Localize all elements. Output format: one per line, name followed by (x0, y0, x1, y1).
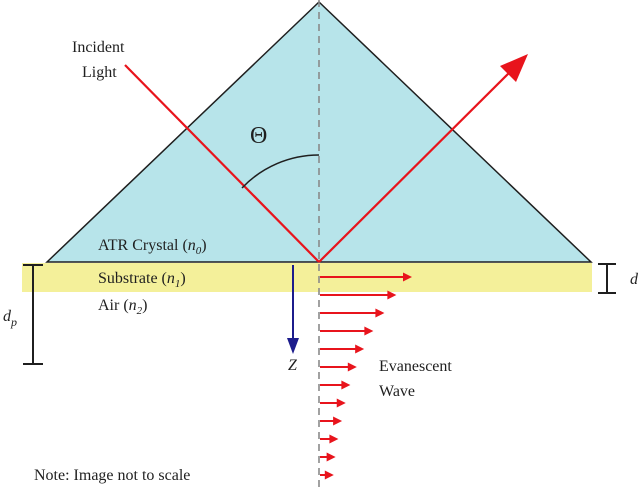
incident-label-line2: Light (82, 64, 117, 81)
arrow-right-icon (387, 290, 397, 300)
z-arrowhead-icon (287, 338, 299, 354)
dp-bracket (23, 264, 43, 365)
theta-label: Θ (250, 123, 267, 149)
arrow-right-icon (341, 380, 351, 390)
arrow-right-icon (364, 326, 374, 336)
incident-label-line1: Incident (72, 39, 125, 56)
evanescent-wave-arrows (320, 272, 412, 480)
arrow-right-icon (375, 308, 385, 318)
arrow-right-icon (347, 362, 357, 372)
arrow-right-icon (333, 416, 343, 426)
arrow-right-icon (355, 344, 365, 354)
reflected-arrowhead-icon (500, 54, 528, 82)
incident-ray (124, 64, 320, 263)
angle-arc (241, 154, 320, 189)
substrate-layer (22, 263, 592, 292)
air-label: Air (n2) (98, 297, 147, 317)
arrow-right-icon (336, 398, 346, 408)
arrow-right-icon (324, 470, 334, 480)
substrate-label: Substrate (n1) (98, 270, 186, 290)
arrow-right-icon (403, 272, 412, 282)
d-label: d (630, 271, 639, 288)
reflected-ray (318, 61, 521, 263)
dp-label: dp (3, 308, 17, 329)
d-bracket (598, 263, 616, 294)
arrow-right-icon (326, 452, 336, 462)
z-label: Z (288, 357, 298, 374)
note-text: Note: Image not to scale (34, 467, 190, 484)
arrow-right-icon (329, 434, 339, 444)
evanescent-label-line2: Wave (379, 383, 415, 400)
crystal-label: ATR Crystal (n0) (98, 237, 207, 257)
evanescent-label-line1: Evanescent (379, 358, 452, 375)
